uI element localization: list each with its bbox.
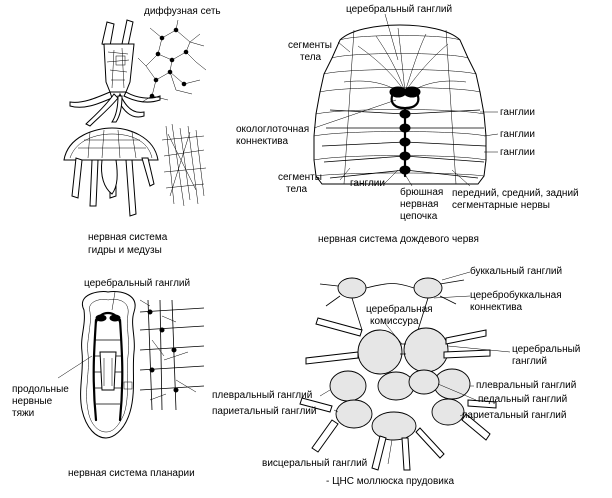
- label-planaria-cerebral: церебральный ганглий: [84, 278, 191, 289]
- label-pedal: педальный ганглий: [478, 394, 568, 405]
- hydra-drawing: [63, 19, 207, 217]
- label-diffuse-net: диффузная сеть: [144, 6, 221, 17]
- label-segments-bottom-2: тела: [286, 184, 308, 195]
- label-periph-2: коннектива: [236, 136, 289, 147]
- label-cords-1: продольные: [12, 384, 69, 395]
- mollusc-caption: - ЦНС моллюска прудовика: [326, 476, 455, 487]
- label-visceral: висцеральный ганглий: [262, 458, 368, 469]
- label-commissure-2: комиссура: [370, 316, 419, 327]
- label-ganglia-bottom: ганглии: [350, 178, 385, 189]
- label-cerebrobuccal-2: коннектива: [470, 302, 523, 313]
- label-segments-bottom-1: сегменты: [278, 172, 322, 183]
- label-periph-1: окологлоточная: [236, 124, 310, 135]
- hydra-caption-line1: нервная система: [88, 232, 168, 243]
- earthworm-caption: нервная система дождевого червя: [318, 234, 479, 245]
- label-ventral-2: нервная: [400, 199, 439, 210]
- label-cords-3: тяжи: [12, 408, 35, 419]
- label-mollusc-cerebral-1: церебральный: [512, 344, 581, 355]
- earthworm-drawing: [313, 13, 499, 187]
- label-commissure-1: церебральная: [366, 304, 433, 315]
- label-earthworm-cerebral: церебральный ганглий: [346, 4, 453, 15]
- label-ventral-3: цепочка: [400, 211, 438, 222]
- label-segments-top-2: тела: [300, 52, 322, 63]
- hydra-caption-line2: гидры и медузы: [88, 245, 162, 256]
- label-segments-top-1: сегменты: [288, 40, 332, 51]
- label-ganglia-r1: ганглии: [500, 107, 535, 118]
- label-cords-2: нервные: [12, 396, 53, 407]
- label-ganglia-r2: ганглии: [500, 129, 535, 140]
- label-segmental-2: сегментарные нервы: [452, 200, 550, 211]
- label-mollusc-cerebral-2: ганглий: [512, 356, 547, 367]
- planaria-drawing: [57, 291, 205, 439]
- label-ganglia-r3: ганглии: [500, 147, 535, 158]
- label-parietal-left: париетальный ганглий: [212, 406, 317, 417]
- planaria-caption: нервная система планарии: [68, 468, 195, 479]
- mollusc-drawing: [299, 271, 511, 471]
- label-pleural-right: плевральный ганглий: [476, 380, 577, 391]
- label-segmental-1: передний, средний, задний: [452, 188, 579, 199]
- label-parietal-right: париетальный ганглий: [462, 410, 567, 421]
- label-pleural-left: плевральный ганглий: [212, 390, 313, 401]
- label-buccal: буккальный ганглий: [470, 266, 563, 277]
- label-ventral-1: брюшная: [400, 187, 444, 198]
- label-cerebrobuccal-1: церебробуккальная: [470, 290, 562, 301]
